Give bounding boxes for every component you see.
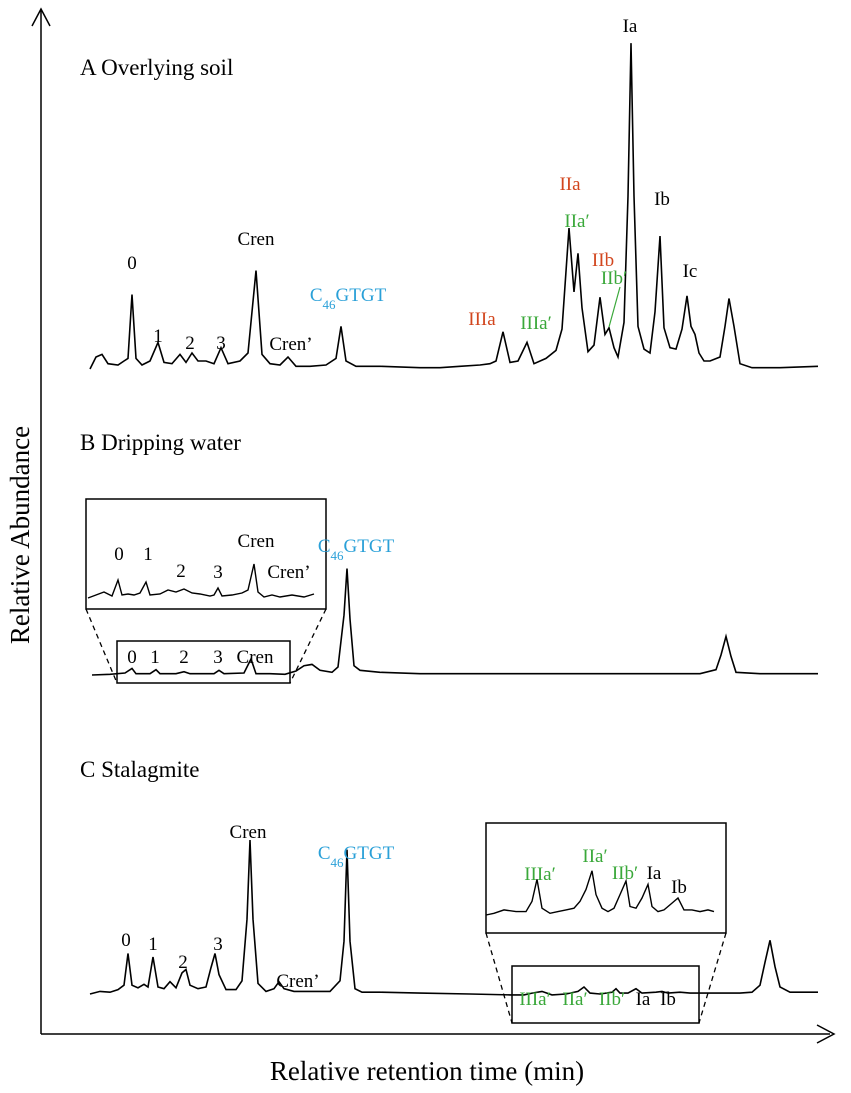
inset-label-c-3: Ia — [647, 863, 662, 884]
peak-label-c-6: C46GTGT — [318, 843, 395, 870]
panel-c-connector-left — [485, 932, 513, 1024]
peak-label-a-12: IIb′ — [601, 268, 627, 289]
peak-label-a-6: C46GTGT — [310, 285, 387, 312]
peak-label-a-0: 0 — [127, 253, 137, 274]
zoom-label-c-1: IIa′ — [562, 989, 587, 1010]
peak-label-a-7: IIIa — [468, 309, 496, 330]
peak-label-a-1: 1 — [153, 326, 163, 347]
peak-label-c-4: Cren — [230, 822, 267, 843]
inset-label-c-2: IIb′ — [612, 863, 638, 884]
peak-label-a-15: Ic — [683, 261, 698, 282]
panel-b-inset-trace — [87, 563, 315, 599]
y-axis-title: Relative Abundance — [5, 426, 35, 644]
inset-label-c-1: IIa′ — [582, 846, 607, 867]
peak-label-c-1: 1 — [148, 934, 158, 955]
panel-a-title: A Overlying soil — [80, 55, 233, 80]
inset-label-b-5: Cren’ — [267, 562, 310, 583]
panel-b-inset-frame — [85, 498, 327, 610]
inset-label-b-0: 0 — [114, 544, 124, 565]
inset-label-b-2: 2 — [176, 561, 186, 582]
panel-c-trace — [89, 839, 818, 996]
peak-label-a-8: IIIa′ — [520, 313, 552, 334]
zoom-label-b-0: 0 — [127, 647, 137, 668]
zoom-label-b-3: 3 — [213, 647, 223, 668]
panel-c-title: C Stalagmite — [80, 757, 199, 782]
panel-c-inset-trace — [485, 870, 715, 916]
inset-label-b-1: 1 — [143, 544, 153, 565]
peak-label-c-3: 3 — [213, 934, 223, 955]
axes: Relative retention time (min) Relative A… — [5, 7, 836, 1086]
zoom-label-b-2: 2 — [179, 647, 189, 668]
iib-prime-leader-line — [608, 286, 621, 328]
peak-label-a-13: Ia — [623, 16, 638, 37]
inset-label-b-4: Cren — [238, 531, 275, 552]
peak-label-a-4: Cren — [238, 229, 275, 250]
peak-label-a-10: IIa′ — [564, 211, 589, 232]
panel-b-connector-right — [289, 608, 327, 684]
panel-b-connector-left — [85, 608, 118, 684]
zoom-label-c-2: IIb′ — [599, 989, 625, 1010]
panel-c-zoom-labels: IIIa′ IIa′ IIb′ Ia Ib — [519, 989, 676, 1010]
inset-label-b-3: 3 — [213, 562, 223, 583]
zoom-label-b-4: Cren — [237, 647, 274, 668]
peak-label-c-2: 2 — [178, 952, 188, 973]
peak-label-b-0: C46GTGT — [318, 536, 395, 563]
x-axis-title: Relative retention time (min) — [270, 1056, 584, 1086]
inset-label-c-0: IIIa′ — [524, 864, 556, 885]
peak-label-a-2: 2 — [185, 333, 195, 354]
peak-label-a-5: Cren’ — [269, 334, 312, 355]
panel-c-connector-right — [698, 932, 727, 1024]
peak-label-a-9: IIa — [559, 174, 581, 195]
peak-label-c-5: Cren’ — [276, 971, 319, 992]
zoom-label-c-0: IIIa′ — [519, 989, 551, 1010]
panel-b-peak-labels: C46GTGT — [318, 536, 395, 563]
zoom-label-b-1: 1 — [150, 647, 160, 668]
peak-label-c-0: 0 — [121, 930, 131, 951]
inset-label-c-4: Ib — [671, 877, 687, 898]
panel-c-zoom-box — [511, 965, 700, 1024]
panel-b-zoom-box — [116, 640, 291, 684]
peak-label-a-14: Ib — [654, 189, 670, 210]
panel-a-trace — [89, 43, 819, 370]
peak-label-a-3: 3 — [216, 333, 226, 354]
panel-b-title: B Dripping water — [80, 430, 241, 455]
zoom-label-c-4: Ib — [660, 989, 676, 1010]
panel-b-trace — [91, 568, 818, 676]
y-axis-arrow — [31, 7, 51, 27]
zoom-label-c-3: Ia — [636, 989, 651, 1010]
panel-c-inset-frame — [485, 822, 727, 934]
peak-label-a-11: IIb — [592, 250, 614, 271]
x-axis-arrow — [816, 1024, 836, 1044]
